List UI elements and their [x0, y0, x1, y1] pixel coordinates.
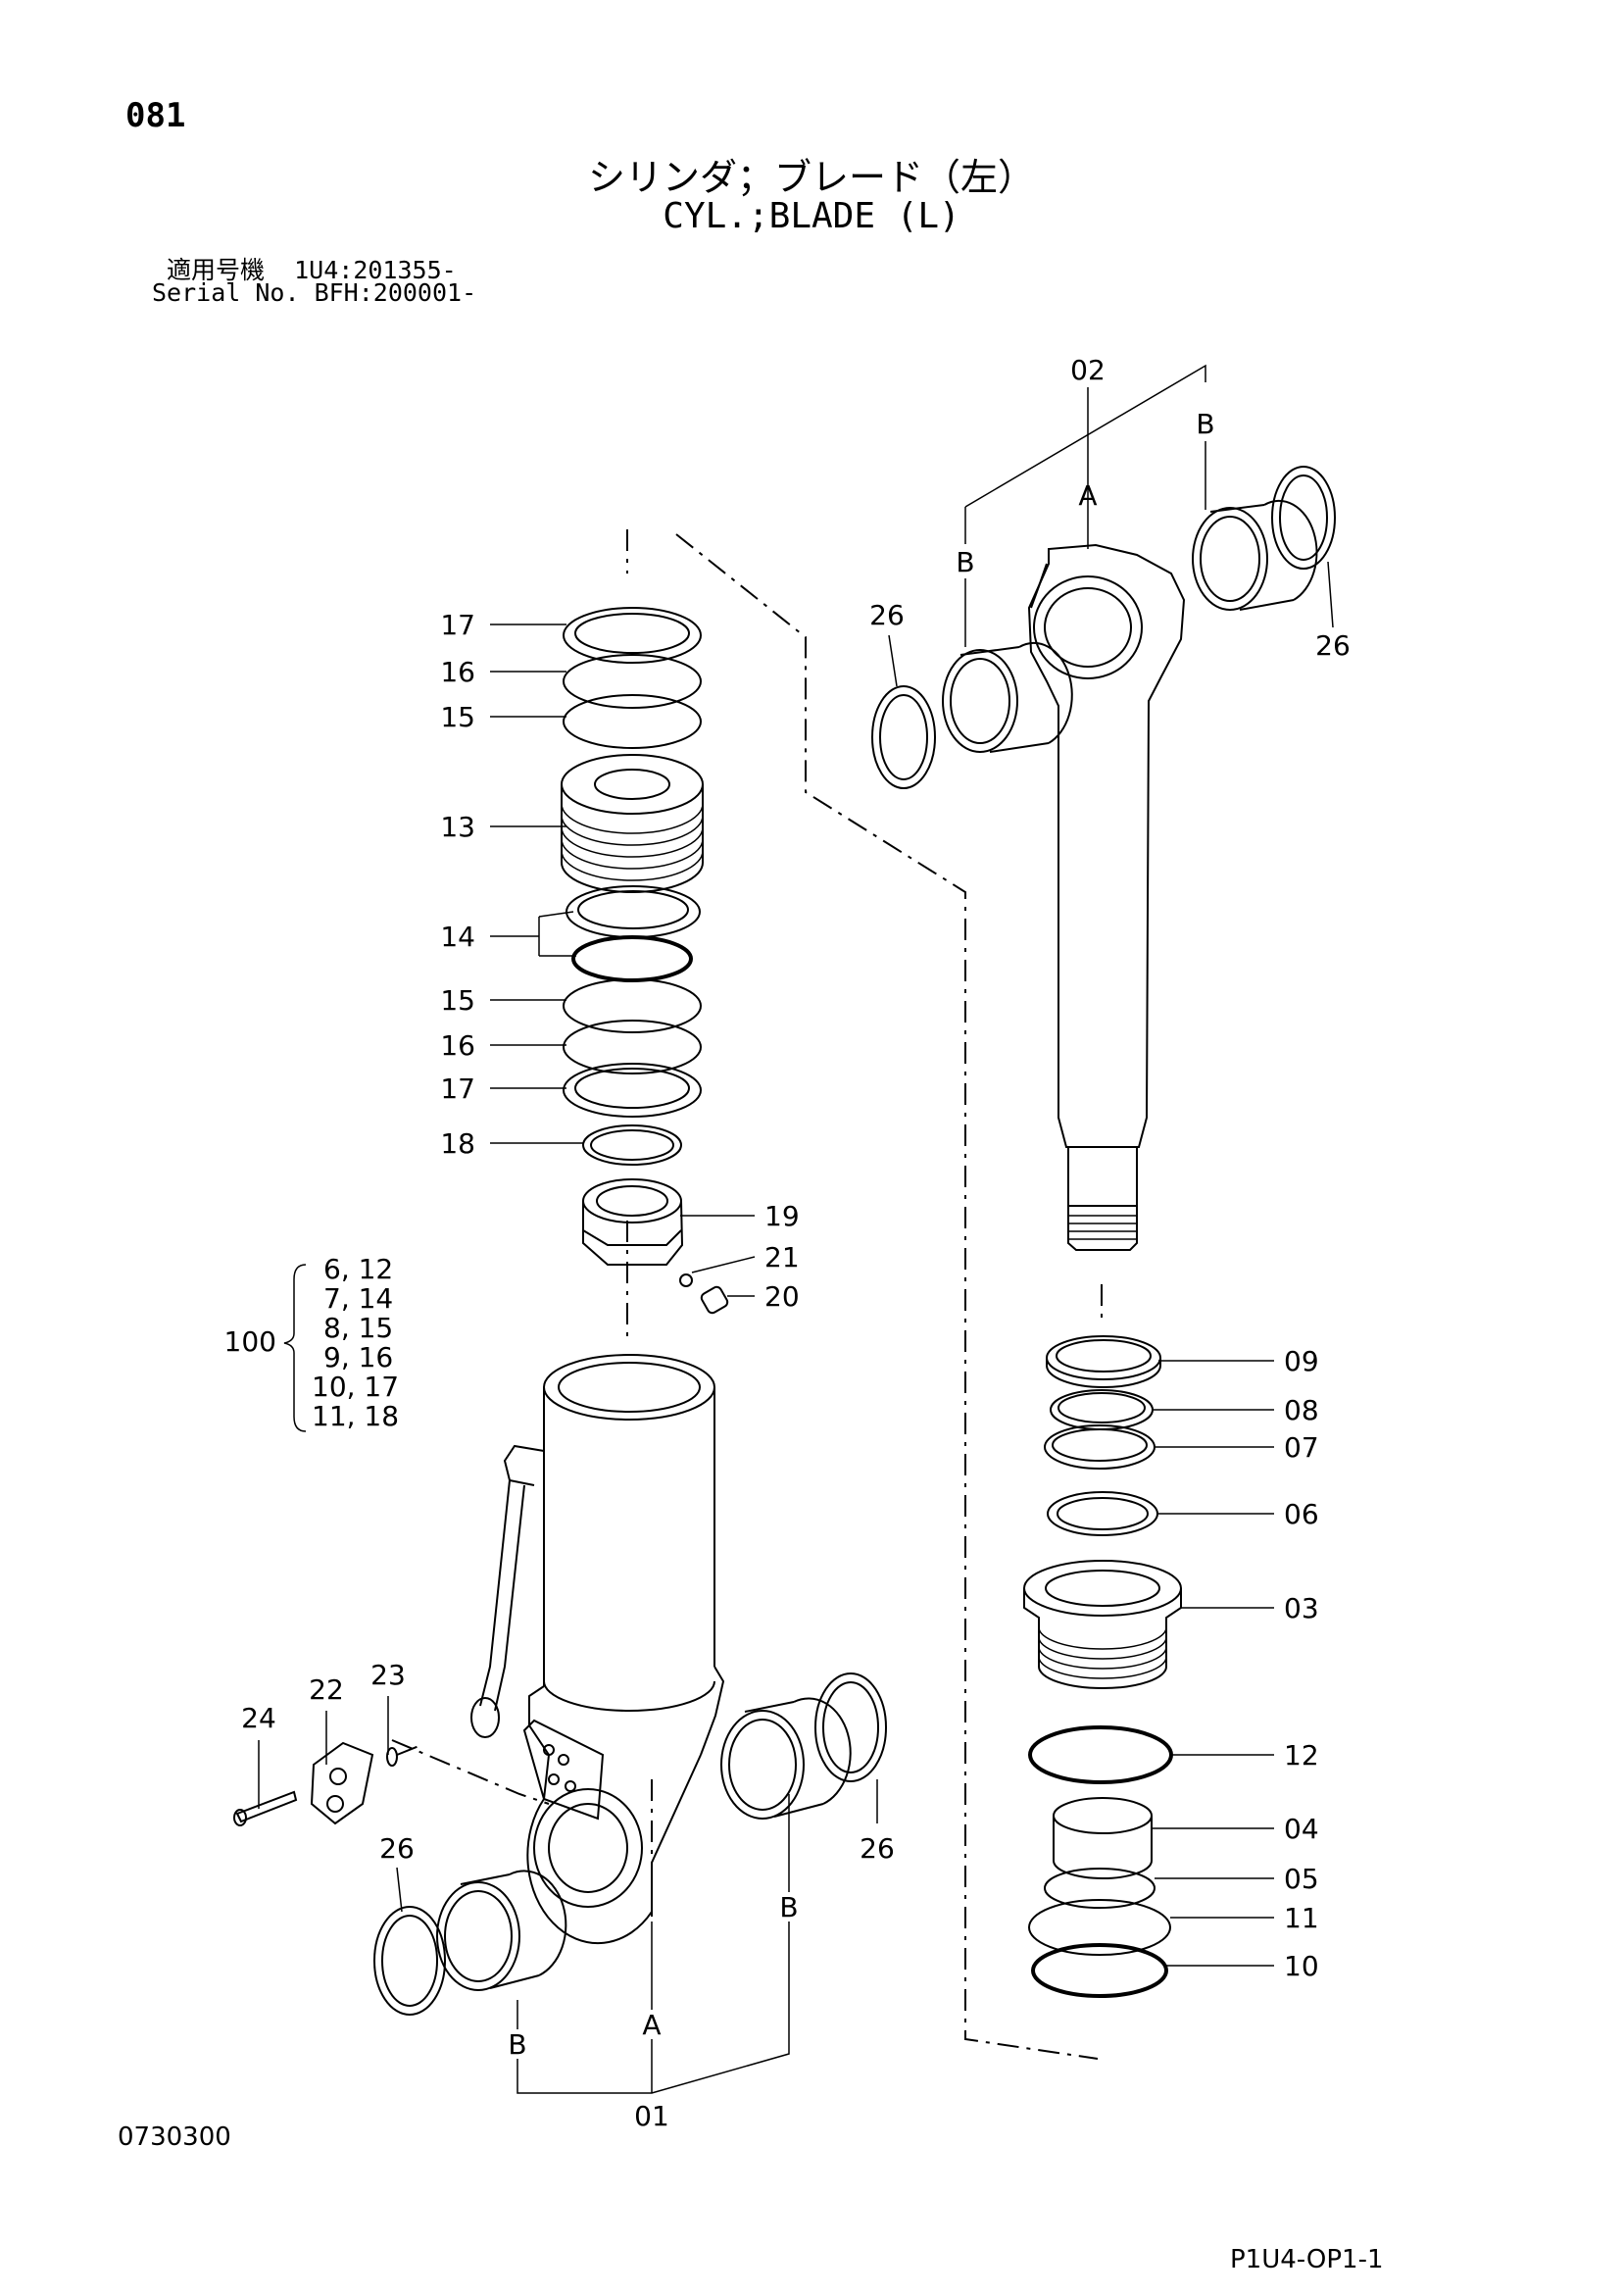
ring-17-top	[563, 607, 702, 664]
callout-17-bottom: 17	[440, 1073, 475, 1105]
ring-07	[1044, 1424, 1156, 1470]
hydraulic-pipe	[470, 1444, 545, 1738]
callout-09: 09	[1284, 1345, 1319, 1377]
ring-18	[582, 1124, 682, 1166]
drawing-number: 0730300	[118, 2122, 231, 2152]
seal-ring-26-bottom-left	[373, 1906, 446, 2016]
o-ring-10	[1031, 1943, 1168, 1998]
callout-17-top: 17	[440, 609, 475, 641]
callout-26-top-right: 26	[1315, 629, 1351, 662]
callout-01: 01	[634, 2100, 669, 2132]
bushing-top-left	[942, 641, 1073, 753]
bushing-bottom-right	[720, 1697, 852, 1820]
o-ring-12	[1028, 1725, 1173, 1784]
callout-16-top: 16	[440, 656, 475, 688]
callout-15-top: 15	[440, 701, 475, 733]
seal-ring-26-top-left	[871, 685, 936, 789]
kit-row-4: 9, 16	[323, 1341, 393, 1373]
kit-row-1: 6, 12	[323, 1253, 393, 1285]
callout-18: 18	[440, 1127, 475, 1160]
callout-05: 05	[1284, 1863, 1319, 1895]
callout-21: 21	[764, 1241, 800, 1273]
ring-15-top	[563, 694, 702, 749]
page-code: P1U4-OP1-1	[1230, 2245, 1384, 2274]
ball-21	[679, 1273, 693, 1287]
serial-ja-label: 適用号機	[167, 256, 266, 284]
callout-19: 19	[764, 1200, 800, 1232]
title-english: CYL.;BLADE (L)	[663, 196, 960, 236]
seal-ring-26-bottom-right	[814, 1672, 887, 1782]
callout-11: 11	[1284, 1902, 1319, 1934]
callout-26-bottom-left: 26	[379, 1832, 415, 1865]
ring-11	[1028, 1899, 1171, 1956]
callout-B-top-right: B	[1196, 408, 1214, 440]
callout-13: 13	[440, 811, 475, 843]
callout-A-bottom: A	[642, 2009, 661, 2041]
seal-14-pair	[566, 885, 701, 982]
callout-02: 02	[1070, 354, 1106, 386]
serial-ja-line: 適用号機 1U4:201355-	[167, 251, 457, 286]
piston-rod-part-02	[1027, 543, 1186, 1251]
callout-B-bottom-left: B	[508, 2028, 526, 2061]
callout-20: 20	[764, 1280, 800, 1313]
callout-15-bottom: 15	[440, 984, 475, 1017]
piston-13	[561, 754, 704, 893]
callout-26-bottom-right: 26	[860, 1832, 895, 1865]
ring-08	[1050, 1389, 1154, 1430]
callout-06: 06	[1284, 1498, 1319, 1530]
kit-row-6: 11, 18	[312, 1400, 399, 1432]
callout-16-bottom: 16	[440, 1029, 475, 1062]
kit-row-3: 8, 15	[323, 1312, 393, 1344]
nut-19	[582, 1178, 684, 1266]
kit-row-2: 7, 14	[323, 1282, 393, 1315]
serial-en-line: Serial No. BFH:200001-	[152, 278, 476, 307]
serial-ja-value: 1U4:201355-	[294, 256, 457, 284]
seal-06	[1047, 1491, 1158, 1536]
rod-cover-03	[1023, 1560, 1182, 1689]
callout-26-top-left: 26	[869, 599, 905, 631]
o-ring-23	[386, 1747, 398, 1767]
bolt-24	[233, 1790, 298, 1826]
callout-23: 23	[370, 1659, 406, 1691]
bushing-top-right	[1192, 499, 1318, 611]
bushing-bottom-left	[436, 1870, 567, 1991]
callout-labels: 02 A B B 26 26 17 16 15 13 14 15 16 17 1…	[224, 354, 1351, 2132]
ring-16-top	[563, 654, 702, 709]
flange-22	[310, 1741, 374, 1825]
set-screw-20	[700, 1285, 729, 1315]
callout-04: 04	[1284, 1813, 1319, 1845]
callout-24: 24	[241, 1702, 276, 1734]
kit-brace	[283, 1264, 307, 1432]
callout-08: 08	[1284, 1394, 1319, 1426]
kit-number: 100	[224, 1325, 276, 1358]
seal-09	[1046, 1335, 1161, 1388]
callout-B-bottom-right: B	[779, 1891, 798, 1923]
seal-ring-26-top-right	[1271, 466, 1336, 570]
page-number: 081	[125, 96, 186, 135]
assembly-dashed-lines	[391, 529, 1103, 2060]
callout-07: 07	[1284, 1431, 1319, 1464]
callout-10: 10	[1284, 1950, 1319, 1982]
ring-16-bottom	[563, 1020, 702, 1074]
cylinder-tube-part-01	[522, 1354, 725, 1945]
callout-B-top-left: B	[956, 546, 974, 578]
title-japanese: シリンダ；ブレード（左）	[587, 156, 1035, 199]
callout-03: 03	[1284, 1592, 1319, 1624]
ring-15-bottom	[563, 978, 702, 1033]
serial-en-value: BFH:200001-	[314, 278, 477, 307]
serial-en-label: Serial No.	[152, 278, 300, 307]
callout-12: 12	[1284, 1739, 1319, 1772]
callout-A-top: A	[1078, 479, 1097, 512]
callout-14: 14	[440, 921, 475, 953]
kit-row-5: 10, 17	[312, 1371, 399, 1403]
callout-22: 22	[309, 1673, 344, 1706]
leader-lines	[258, 364, 1334, 2094]
ring-17-bottom	[563, 1063, 702, 1118]
bushing-04	[1053, 1797, 1153, 1879]
ring-05	[1044, 1868, 1156, 1909]
